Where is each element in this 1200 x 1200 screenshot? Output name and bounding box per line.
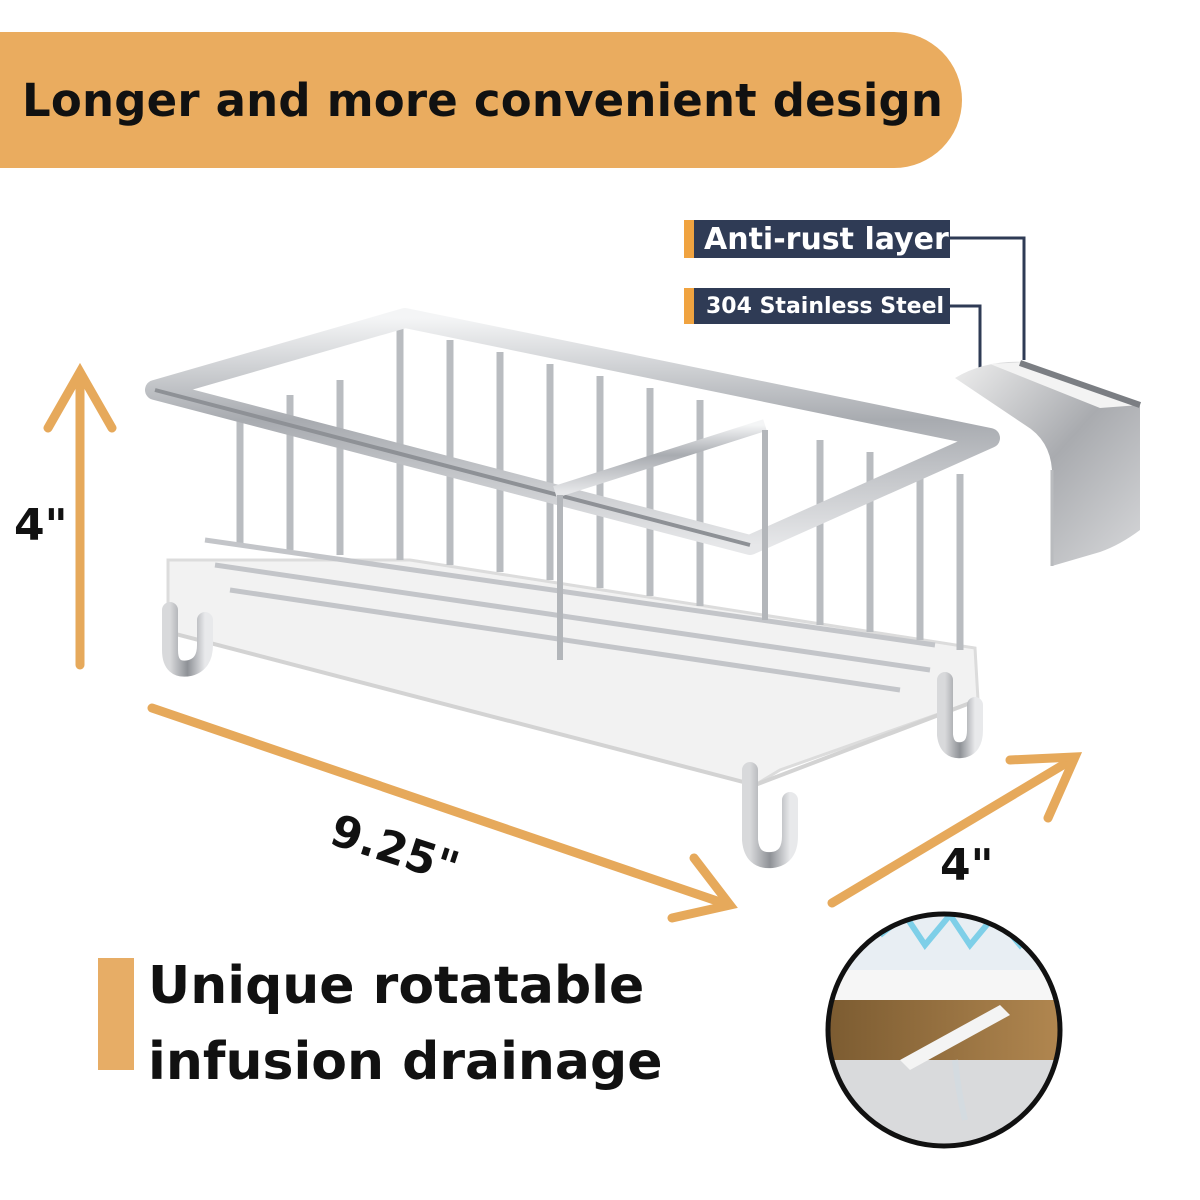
drainage-detail-circle: [825, 911, 1063, 1149]
callout-accent: [684, 220, 694, 258]
anti-rust-layer-text: Anti-rust layer: [704, 221, 949, 257]
depth-arrow: [827, 752, 1083, 908]
depth-dimension-label: 4": [940, 840, 994, 891]
callout-leaders: [950, 236, 1026, 370]
steel-sample-block: [955, 360, 1141, 566]
stainless-steel-text: 304 Stainless Steel: [706, 293, 945, 319]
header-banner: Longer and more convenient design: [0, 32, 962, 168]
height-arrow: [43, 362, 117, 670]
feature-accent-bar: [98, 958, 134, 1070]
feature-line-1: Unique rotatable: [148, 956, 645, 1016]
feature-description: Unique rotatable infusion drainage: [148, 948, 663, 1100]
length-arrow: [147, 703, 738, 923]
callout-accent: [684, 288, 694, 324]
stainless-steel-label: 304 Stainless Steel: [684, 288, 950, 324]
anti-rust-layer-label: Anti-rust layer: [684, 220, 950, 258]
header-title: Longer and more convenient design: [22, 73, 944, 127]
dish-rack: [145, 308, 1000, 869]
height-dimension-label: 4": [14, 500, 68, 551]
feature-line-2: infusion drainage: [148, 1032, 663, 1092]
